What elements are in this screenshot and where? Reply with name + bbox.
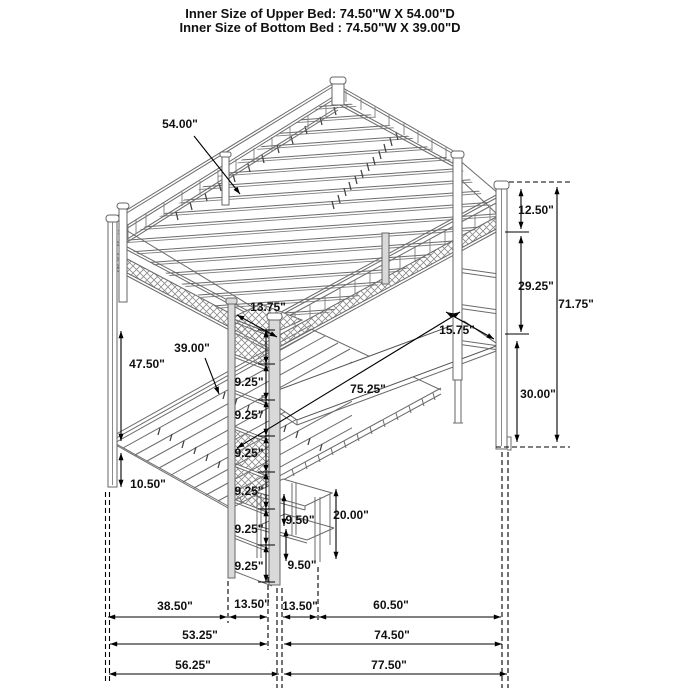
dim-label-upper-depth: 54.00": [162, 117, 198, 131]
dim-label-desk-depth: 15.75": [439, 323, 475, 337]
dim-label-width-53: 53.25": [182, 628, 218, 642]
dim-label-rail-height: 12.50": [518, 203, 554, 217]
left-rail-mid-post-cap: [219, 151, 232, 158]
ladder-rungs: [456, 267, 500, 351]
dim-label-bottom-height: 10.50": [130, 477, 166, 491]
back-right-post: [452, 154, 463, 381]
dashed-extensions: [104, 452, 509, 688]
south-post-cap: [266, 312, 283, 321]
front-right-rail-mid-post: [381, 232, 390, 285]
dim-label-shelf-gap-4: 9.25": [234, 484, 263, 498]
dim-label-shelf-gap-2: 9.25": [234, 408, 263, 422]
width-dims-row2: 53.25" 74.50": [110, 628, 502, 647]
dim-label-shelf-gap-6: 9.25": [234, 559, 263, 573]
dim-label-left-clearance: 47.50": [129, 357, 165, 371]
dim-label-shelf-gap-5: 9.25": [234, 522, 263, 536]
dim-label-table-gap-2: 9.50": [287, 558, 316, 572]
back-post: [331, 80, 345, 106]
dim-label-shelf-gap-3: 9.25": [234, 446, 263, 460]
side-table-legs: [256, 483, 331, 562]
dim-label-shelf-width: 13.50": [234, 597, 270, 611]
width-dims-row1: 38.50" 13.50" 13.50" 60.50": [108, 597, 501, 620]
dim-label-total-height: 71.75": [558, 297, 594, 311]
dim-label-deck-to-desk: 29.25": [518, 279, 554, 293]
dim-label-bottom-depth: 39.00": [174, 341, 210, 355]
dim-label-desk-length: 75.25": [350, 382, 386, 396]
ladder: [456, 267, 500, 351]
dim-label-table-height: 20.00": [333, 508, 369, 522]
side-table-shelf: [257, 513, 335, 544]
title: Inner Size of Upper Bed: 74.50"W X 54.00…: [179, 6, 460, 35]
dim-label-bed-left-width: 38.50": [157, 599, 193, 613]
left-rail-post-cap: [116, 202, 130, 210]
lower-bed-rails: [110, 324, 442, 510]
desk-mid-leg: [454, 377, 462, 424]
dim-label-shelf-depth: 13.75": [250, 300, 286, 314]
left-post-cap: [105, 214, 120, 223]
front-left-rail: [113, 226, 270, 352]
shelf-tower-left-post: [227, 301, 236, 579]
left-rail-mid-post: [221, 154, 230, 206]
dashed-height-refs: [496, 181, 570, 448]
upper-deck-slat-hooks-row2: [331, 131, 399, 210]
back-rail-balusters: [345, 90, 447, 159]
height-ticks: [505, 231, 529, 335]
left-rail-post: [118, 206, 128, 303]
back-right-post-cap: [450, 150, 465, 159]
back-post-cap: [329, 76, 347, 85]
dim-label-width-74: 74.50": [374, 628, 410, 642]
title-upper-bed: Inner Size of Upper Bed: 74.50"W X 54.00…: [185, 6, 455, 21]
dim-label-table-gap-1: 9.50": [285, 513, 314, 527]
dimensions: 54.00" 13.75" 15.75" 39.00" 47.50" 10.50…: [104, 117, 594, 688]
width-dims-row3: 56.25" 77.50": [109, 658, 507, 677]
dim-label-width-56: 56.25": [175, 658, 211, 672]
dim-label-width-77: 77.50": [371, 658, 407, 672]
dim-arrow-39: [204, 357, 220, 395]
dim-label-desk-right-width: 60.50": [373, 598, 409, 612]
dim-label-table-width: 13.50": [282, 599, 318, 613]
back-rail: [335, 83, 459, 170]
shelf-tower-left-post-cap: [225, 297, 238, 305]
right-post-cap: [493, 180, 510, 190]
title-bottom-bed: Inner Size of Bottom Bed : 74.50"W X 39.…: [179, 20, 460, 35]
dim-arrow-7525: [236, 311, 461, 449]
left-guard-balusters: [127, 104, 327, 239]
dim-arrow-54: [193, 135, 241, 195]
right-deck-edge: [457, 158, 500, 217]
dim-label-desk-height: 30.00": [520, 387, 556, 401]
posts: [105, 76, 512, 586]
right-post-notch: [507, 436, 512, 451]
dim-label-shelf-gap-1: 9.25": [234, 375, 263, 389]
